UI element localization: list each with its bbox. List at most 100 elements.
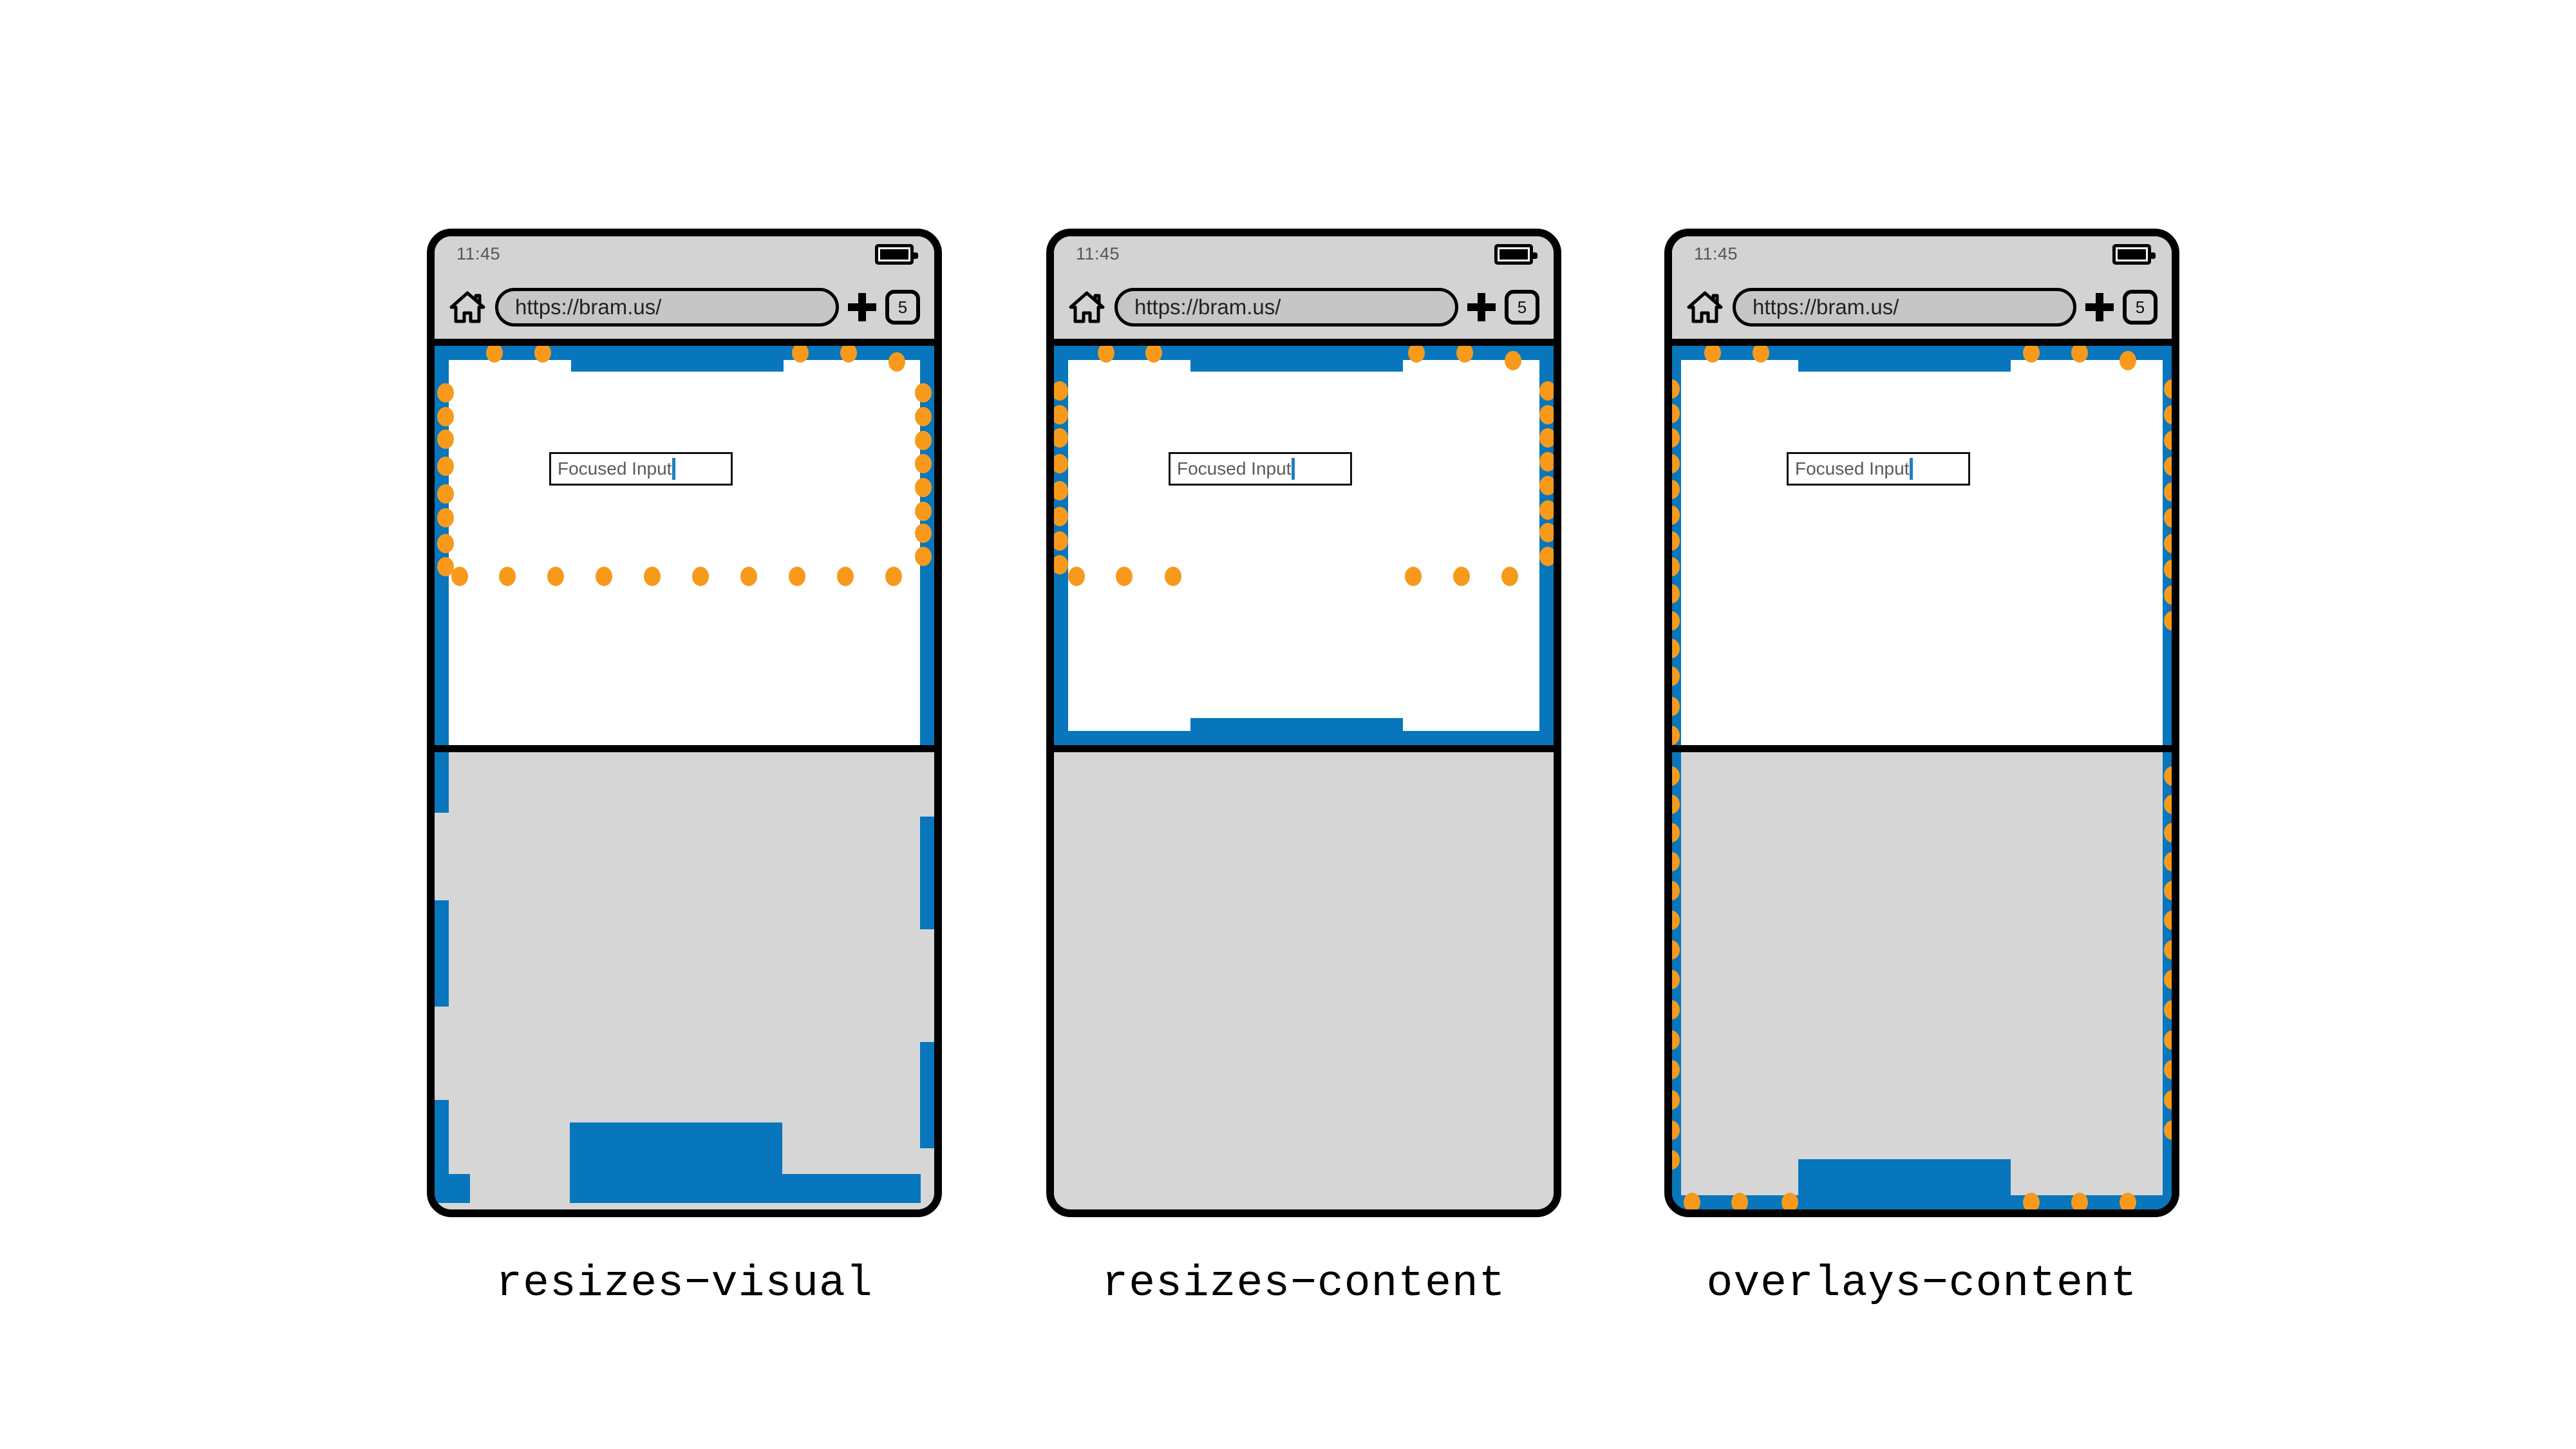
viewport-band-top-tab (571, 346, 784, 372)
marker-dot (1672, 697, 1680, 716)
marker-dot (1672, 454, 1680, 473)
browser-toolbar: https://bram.us/ 5 (1054, 276, 1554, 338)
text-caret (672, 458, 676, 480)
marker-dot (2071, 346, 2088, 363)
marker-dot (1672, 881, 1680, 900)
page-band-bottom-tab (1798, 1159, 2011, 1209)
marker-dot (2164, 970, 2172, 989)
marker-dot (1672, 611, 1680, 630)
focused-input[interactable]: Focused Input (1787, 452, 1970, 486)
marker-dot (1672, 639, 1680, 658)
focused-input[interactable]: Focused Input (549, 452, 733, 486)
marker-dot (451, 567, 468, 586)
visual-viewport-area: Focused Input (1672, 346, 2172, 745)
marker-dot (789, 567, 805, 586)
marker-dot (2164, 457, 2172, 476)
marker-dot (1672, 557, 1680, 576)
marker-dot (1782, 1193, 1798, 1209)
battery-full-icon (875, 244, 918, 265)
marker-dot (2164, 1000, 2172, 1019)
marker-dot (792, 346, 809, 363)
marker-dot (2120, 1193, 2136, 1209)
marker-dot (437, 383, 454, 402)
url-text: https://bram.us/ (515, 295, 662, 319)
home-icon[interactable] (1686, 290, 1724, 324)
marker-dot (1405, 567, 1422, 586)
marker-dot (644, 567, 661, 586)
phone-resizes-content: 11:45 https://bram.us/ 5 (1046, 229, 1561, 1217)
visual-viewport-area: Focused Input (435, 346, 934, 745)
page-band-right (920, 817, 934, 929)
marker-dot (1672, 1030, 1680, 1050)
marker-dot (915, 478, 932, 497)
viewport-divider (435, 745, 934, 752)
marker-dot (2164, 482, 2172, 502)
tab-count-button[interactable]: 5 (1505, 290, 1539, 325)
marker-dot (740, 567, 757, 586)
viewport-divider (1672, 745, 2172, 752)
plus-icon[interactable] (2085, 293, 2114, 321)
marker-dot (1672, 1000, 1680, 1019)
url-text: https://bram.us/ (1134, 295, 1281, 319)
visual-viewport-area: Focused Input (1054, 346, 1554, 745)
marker-dot (2164, 940, 2172, 960)
caption-resizes-content: resizes−content (1102, 1259, 1506, 1309)
marker-dot (1539, 500, 1554, 520)
browser-toolbar: https://bram.us/ 5 (1672, 276, 2172, 338)
marker-dot (2120, 351, 2136, 370)
marker-dot (915, 524, 932, 543)
marker-dot (1753, 346, 1769, 363)
home-icon[interactable] (449, 290, 486, 324)
marker-dot (547, 567, 564, 586)
page-band-left (435, 900, 449, 1007)
phone-resizes-visual: 11:45 https://bram.us/ 5 (427, 229, 942, 1217)
marker-dot (1672, 795, 1680, 814)
marker-dot (915, 502, 932, 521)
page-band-bottom (435, 1174, 470, 1203)
text-caret (1292, 458, 1295, 480)
marker-dot (1054, 454, 1068, 473)
tab-count-button[interactable]: 5 (885, 290, 920, 325)
home-icon[interactable] (1068, 290, 1105, 324)
marker-dot (437, 508, 454, 527)
marker-dot (1731, 1193, 1748, 1209)
page-band-left (435, 752, 449, 813)
marker-dot (1054, 555, 1068, 574)
viewport-band-bottom-tab (1190, 718, 1403, 745)
plus-icon[interactable] (848, 293, 876, 321)
marker-dot (1054, 531, 1068, 551)
marker-dot (1672, 428, 1680, 448)
marker-dot (2164, 881, 2172, 900)
url-bar[interactable]: https://bram.us/ (1733, 288, 2076, 327)
marker-dot (2164, 1060, 2172, 1079)
marker-dot (1672, 766, 1680, 786)
marker-dot (2164, 585, 2172, 605)
focused-input[interactable]: Focused Input (1169, 452, 1352, 486)
marker-dot (2164, 379, 2172, 399)
marker-dot (1539, 476, 1554, 495)
marker-dot (1672, 480, 1680, 499)
marker-dot (1408, 346, 1425, 363)
marker-dot (437, 534, 454, 553)
marker-dot (1672, 1090, 1680, 1110)
marker-dot (437, 457, 454, 476)
marker-dot (2164, 911, 2172, 930)
status-clock: 11:45 (1076, 244, 1120, 263)
marker-dot (837, 567, 854, 586)
marker-dot (1539, 452, 1554, 471)
url-bar[interactable]: https://bram.us/ (495, 288, 839, 327)
tab-count-button[interactable]: 5 (2123, 290, 2158, 325)
plus-icon[interactable] (1467, 293, 1496, 321)
url-bar[interactable]: https://bram.us/ (1114, 288, 1458, 327)
focused-input-value: Focused Input (1795, 459, 1910, 478)
marker-dot (1672, 726, 1680, 745)
marker-dot (1456, 346, 1473, 363)
viewport-divider (1054, 745, 1554, 752)
marker-dot (2023, 1193, 2040, 1209)
viewport-band-right (920, 346, 934, 745)
marker-dot (2023, 346, 2040, 363)
marker-dot (1704, 346, 1721, 363)
marker-dot (1054, 428, 1068, 448)
marker-dot (2164, 560, 2172, 579)
marker-dot (1672, 852, 1680, 871)
